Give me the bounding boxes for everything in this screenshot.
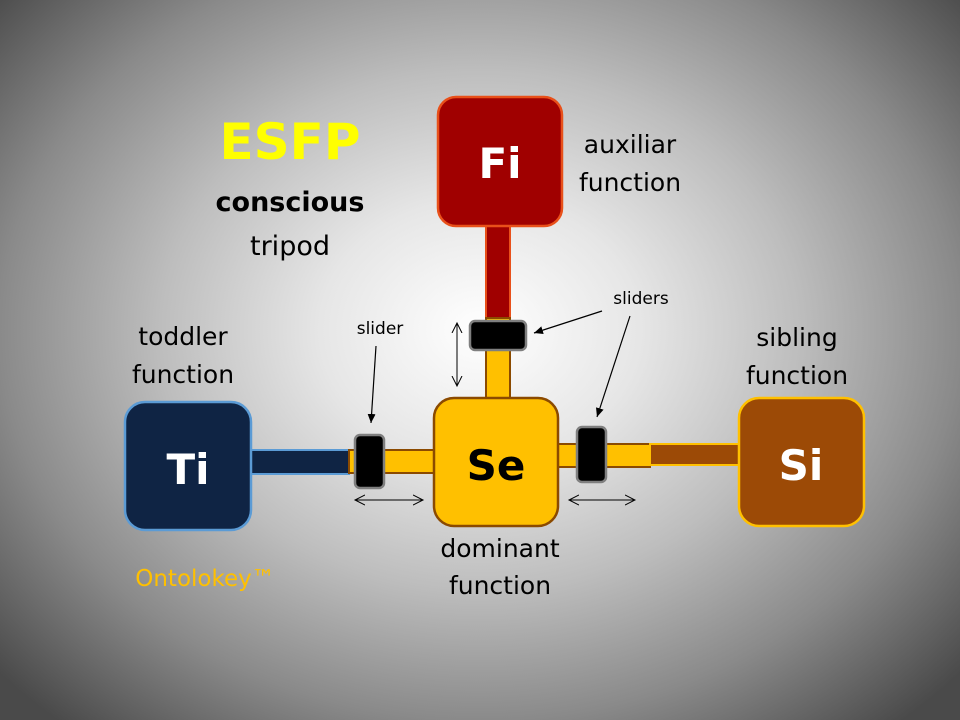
dominant-label-line1: dominant [440,534,559,563]
fi-connector-bar [485,225,511,319]
si-connector-bar [649,443,740,466]
slider-pointer-arrow [367,345,377,424]
sibling-label-line2: function [746,361,848,390]
auxiliar-label-line2: function [579,168,681,197]
ti-code: Ti [166,445,209,494]
sliders-pointer-arrow-top [533,310,603,335]
si-code: Si [779,441,824,490]
slider-annotation: slider [357,319,404,339]
se-code: Se [467,441,526,490]
sliders-annotation: sliders [613,289,669,309]
brand-logo-text: Ontolokey™ [135,566,275,592]
se-box: Se [432,396,560,528]
right-slider[interactable] [575,425,608,484]
fi-code: Fi [478,139,521,188]
type-title: ESFP [220,113,361,171]
dominant-label-line2: function [449,571,551,600]
subtitle-conscious: conscious [216,187,365,218]
left-slider[interactable] [353,433,386,490]
subtitle-tripod: tripod [250,231,330,262]
ti-box: Ti [123,400,253,532]
auxiliar-label-line1: auxiliar [584,130,677,159]
fi-box: Fi [436,95,564,228]
toddler-label-line2: function [132,360,234,389]
sibling-label-line1: sibling [756,323,837,352]
sliders-pointer-arrow-right [595,315,631,418]
ti-connector-bar [250,449,350,475]
top-slider[interactable] [468,319,528,352]
toddler-label-line1: toddler [138,322,228,351]
si-box: Si [737,396,866,528]
